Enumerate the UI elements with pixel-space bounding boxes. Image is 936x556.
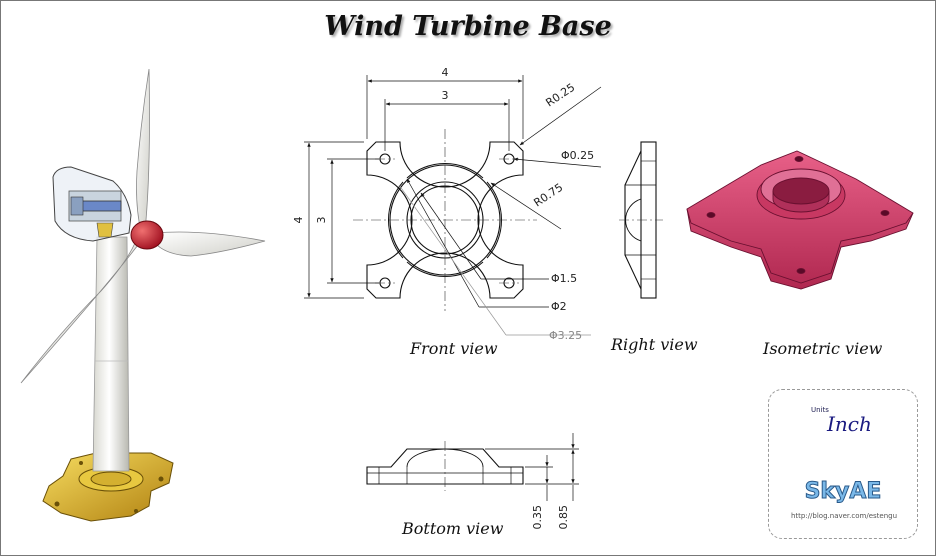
caption-bottom-view: Bottom view	[402, 519, 504, 538]
dim-outer-diameter: Φ3.25	[549, 329, 582, 342]
units-panel: Units Inch SkyAE http://blog.naver.com/e…	[768, 389, 918, 539]
logo-url: http://blog.naver.com/estengu	[790, 512, 898, 520]
caption-right-view: Right view	[611, 335, 698, 354]
dim-hole-spacing-width: 3	[442, 89, 449, 102]
dim-corner-radius: R0.25	[543, 81, 577, 110]
units-value: Inch	[827, 412, 872, 436]
caption-front-view: Front view	[410, 339, 498, 358]
logo-text: SkyAE	[805, 479, 882, 504]
skyae-logo: SkyAE	[804, 479, 882, 505]
dim-overall-width: 4	[442, 66, 449, 79]
dim-hub-diameter: Φ2	[551, 300, 567, 313]
wind-turbine-render	[20, 68, 266, 522]
dim-plate-thickness: 0.35	[531, 505, 544, 530]
dim-hole-spacing-height: 3	[315, 217, 328, 224]
dim-bore-diameter: Φ1.5	[551, 272, 577, 285]
drawing-title: Wind Turbine Base	[324, 11, 612, 42]
front-view	[304, 75, 602, 336]
isometric-view	[686, 150, 914, 290]
dim-total-height: 0.85	[557, 505, 570, 530]
dim-arc-radius: R0.75	[531, 181, 565, 210]
units-label: Units	[811, 406, 829, 414]
caption-isometric-view: Isometric view	[763, 339, 883, 358]
turbine-blade-left	[20, 240, 143, 384]
bottom-view	[366, 433, 579, 501]
turbine-tower	[92, 236, 130, 472]
front-view-outline	[366, 141, 524, 299]
right-view	[619, 141, 663, 299]
dim-hole-diameter: Φ0.25	[561, 149, 594, 162]
dim-overall-height: 4	[292, 217, 305, 224]
turbine-base	[42, 452, 174, 522]
turbine-blade-right	[154, 231, 266, 257]
turbine-nacelle	[52, 166, 132, 242]
turbine-blade-top	[136, 68, 150, 232]
turbine-hub	[130, 220, 164, 250]
